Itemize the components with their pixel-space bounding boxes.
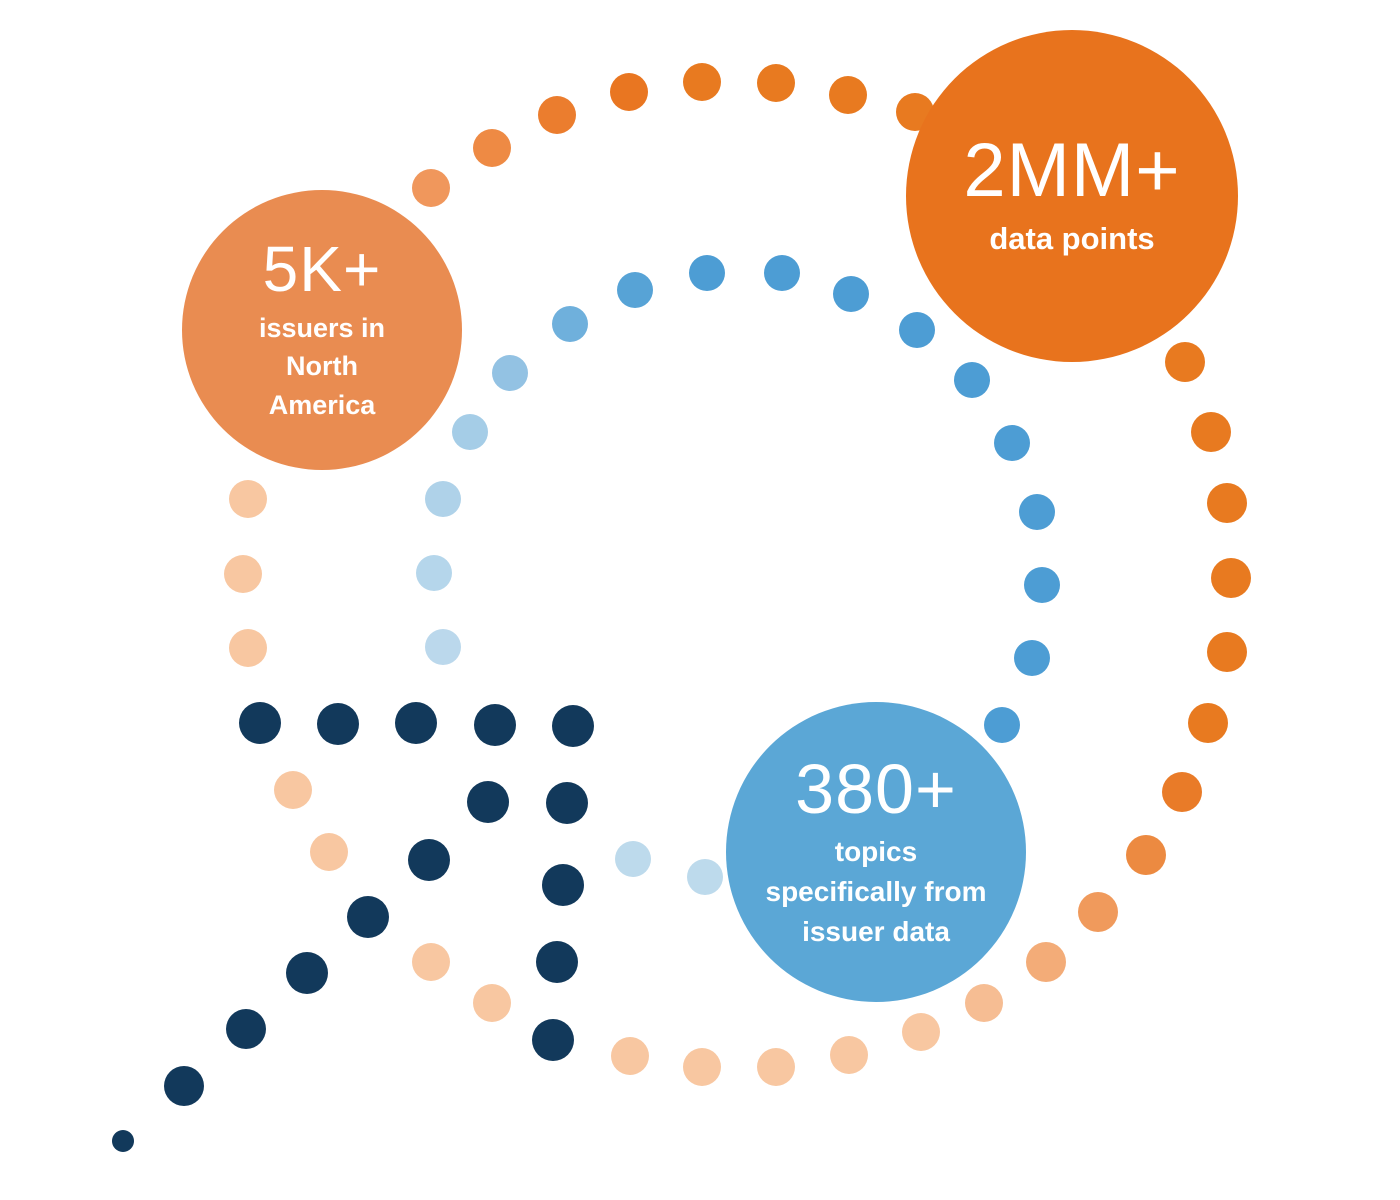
outer-ring-top-orange-dot <box>610 73 648 111</box>
inner-ring-top-blue-dot <box>764 255 800 291</box>
navy-row-dot <box>552 705 594 747</box>
stat-circle-issuers: 5K+ issuers in North America <box>182 190 462 470</box>
outer-ring-top-orange-dot <box>683 63 721 101</box>
inner-ring-right-blue-dot <box>1024 567 1060 603</box>
outer-ring-bottom-peach-dot <box>757 1048 795 1086</box>
outer-ring-bottom-right-gradient-dot <box>1026 942 1066 982</box>
outer-ring-left-peach-dot <box>229 629 267 667</box>
outer-ring-right-orange-dot <box>1188 703 1228 743</box>
navy-diagonal-dot <box>467 781 509 823</box>
outer-ring-left-peach-dot <box>229 480 267 518</box>
navy-diagonal-dot <box>112 1130 134 1152</box>
inner-ring-bottom-lightblue-dot <box>687 859 723 895</box>
outer-ring-bottom-left-peach-dot <box>473 984 511 1022</box>
outer-ring-right-orange-dot <box>1207 632 1247 672</box>
navy-diagonal-dot <box>164 1066 204 1106</box>
outer-ring-bottom-right-gradient-dot <box>1162 772 1202 812</box>
inner-ring-top-blue-dot <box>552 306 588 342</box>
inner-ring-right-blue-dot <box>1014 640 1050 676</box>
outer-ring-bottom-left-peach-dot <box>412 943 450 981</box>
inner-ring-top-blue-dot <box>617 272 653 308</box>
issuers-label: issuers in North America <box>259 309 385 424</box>
outer-ring-bottom-peach-dot <box>683 1048 721 1086</box>
navy-vertical-dot <box>546 782 588 824</box>
topics-label: topics specifically from issuer data <box>766 832 987 951</box>
outer-ring-right-orange-dot <box>1211 558 1251 598</box>
inner-ring-left-lightblue-dot <box>425 629 461 665</box>
outer-ring-top-orange-dot <box>829 76 867 114</box>
navy-row-dot <box>474 704 516 746</box>
stat-circle-datapoints: 2MM+ data points <box>906 30 1238 362</box>
navy-diagonal-dot <box>286 952 328 994</box>
inner-ring-top-blue-dot <box>689 255 725 291</box>
outer-ring-bottom-right-gradient-dot <box>1126 835 1166 875</box>
outer-ring-right-orange-dot <box>1207 483 1247 523</box>
stat-circle-topics: 380+ topics specifically from issuer dat… <box>726 702 1026 1002</box>
navy-row-dot <box>317 703 359 745</box>
outer-ring-top-orange-dot <box>473 129 511 167</box>
inner-ring-right-blue-dot <box>984 707 1020 743</box>
navy-vertical-dot <box>542 864 584 906</box>
navy-vertical-dot <box>532 1019 574 1061</box>
inner-ring-left-lightblue-dot <box>452 414 488 450</box>
issuers-label-line-2: North <box>286 351 358 382</box>
inner-ring-right-blue-dot <box>994 425 1030 461</box>
outer-ring-bottom-peach-dot <box>611 1037 649 1075</box>
inner-ring-left-lightblue-dot <box>416 555 452 591</box>
navy-row-dot <box>239 702 281 744</box>
outer-ring-bottom-peach-dot <box>830 1036 868 1074</box>
outer-ring-left-peach-dot <box>224 555 262 593</box>
inner-ring-bottom-lightblue-dot <box>615 841 651 877</box>
outer-ring-right-orange-dot <box>1191 412 1231 452</box>
outer-ring-top-orange-dot <box>412 169 450 207</box>
inner-ring-left-lightblue-dot <box>492 355 528 391</box>
navy-diagonal-dot <box>408 839 450 881</box>
inner-ring-right-blue-dot <box>954 362 990 398</box>
outer-ring-top-orange-dot <box>538 96 576 134</box>
inner-ring-left-lightblue-dot <box>425 481 461 517</box>
inner-ring-top-blue-dot <box>833 276 869 312</box>
datapoints-label-line-1: data points <box>989 220 1155 256</box>
navy-diagonal-dot <box>226 1009 266 1049</box>
navy-diagonal-dot <box>347 896 389 938</box>
outer-ring-bottom-peach-dot <box>902 1013 940 1051</box>
issuers-label-line-1: issuers in <box>258 313 386 344</box>
inner-ring-top-blue-dot <box>899 312 935 348</box>
outer-ring-bottom-left-peach-dot <box>274 771 312 809</box>
inner-ring-right-blue-dot <box>1019 494 1055 530</box>
outer-ring-bottom-right-gradient-dot <box>1078 892 1118 932</box>
topics-label-line-1: topics <box>834 836 918 868</box>
navy-row-dot <box>395 702 437 744</box>
outer-ring-bottom-right-gradient-dot <box>965 984 1003 1022</box>
issuers-label-line-3: America <box>268 389 376 420</box>
topics-value: 380+ <box>795 749 957 828</box>
outer-ring-bottom-left-peach-dot <box>310 833 348 871</box>
outer-ring-top-orange-dot <box>757 64 795 102</box>
topics-label-line-2: specifically from <box>765 875 987 907</box>
datapoints-label: data points <box>989 217 1154 261</box>
outer-ring-right-orange-dot <box>1165 342 1205 382</box>
datapoints-value: 2MM+ <box>963 128 1181 214</box>
issuers-value: 5K+ <box>262 232 382 305</box>
topics-label-line-3: issuer data <box>802 915 950 947</box>
navy-vertical-dot <box>536 941 578 983</box>
